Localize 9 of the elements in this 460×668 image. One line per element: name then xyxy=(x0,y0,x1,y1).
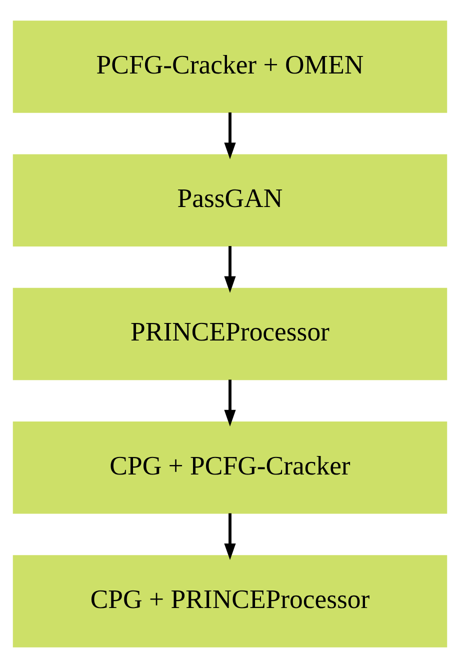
arrow xyxy=(224,112,236,160)
node-box: CPG + PCFG-Cracker xyxy=(12,422,448,514)
arrow xyxy=(224,380,236,426)
node-box: PCFG-Cracker + OMEN xyxy=(12,20,448,113)
arrow xyxy=(224,513,236,560)
node-box: PRINCEProcessor xyxy=(12,288,448,380)
arrow xyxy=(224,246,236,293)
node-box: CPG + PRINCEProcessor xyxy=(12,555,448,648)
node-box: PassGAN xyxy=(12,154,448,246)
